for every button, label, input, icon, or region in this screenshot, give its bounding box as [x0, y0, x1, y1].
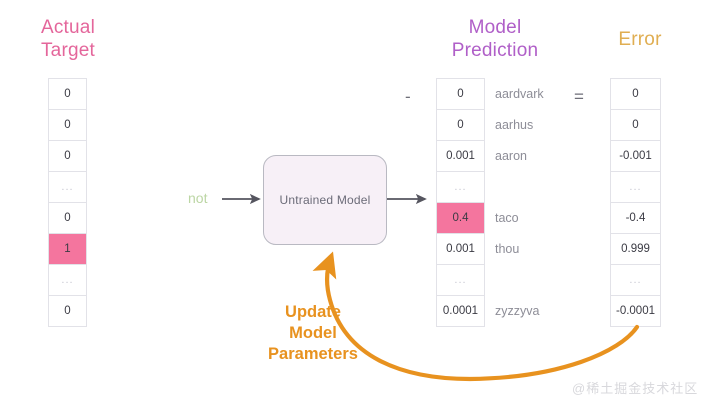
- table-row: 0: [49, 141, 86, 172]
- untrained-model-box: Untrained Model: [263, 155, 387, 245]
- vocab-word-label: [495, 264, 585, 295]
- model-prediction-title: Model Prediction: [451, 17, 539, 61]
- actual-target-title: Actual Target: [40, 17, 95, 61]
- untrained-model-label: Untrained Model: [279, 193, 371, 207]
- table-row: ...: [437, 265, 484, 296]
- vocab-word-label: aarhus: [495, 117, 534, 132]
- error-table: 0 0 -0.001 ... -0.4 0.999 ... -0.0001: [610, 78, 661, 327]
- input-word-label: not: [188, 190, 208, 206]
- equals-operator: =: [574, 87, 584, 106]
- table-row: 0: [611, 110, 660, 141]
- table-row: 0.999: [611, 234, 660, 265]
- vocab-word-label: thou: [495, 241, 520, 256]
- table-row-highlighted: 0.4: [437, 203, 484, 234]
- table-row: 0.001: [437, 234, 484, 265]
- actual-target-table: 0 0 0 ... 0 1 ... 0: [48, 78, 87, 327]
- table-row: ...: [49, 265, 86, 296]
- table-row: ...: [611, 265, 660, 296]
- update-model-parameters-label: Update Model Parameters: [268, 303, 358, 363]
- table-row: ...: [49, 172, 86, 203]
- table-row: 0: [49, 203, 86, 234]
- table-row: 0: [611, 79, 660, 110]
- table-row-highlighted: 1: [49, 234, 86, 265]
- vocab-word-label: aardvark: [495, 86, 544, 101]
- table-row: 0.001: [437, 141, 484, 172]
- table-row: 0: [49, 110, 86, 141]
- vocab-word-label: [495, 171, 585, 202]
- table-row: ...: [611, 172, 660, 203]
- table-row: 0: [437, 79, 484, 110]
- model-prediction-table: 0 0 0.001 ... 0.4 0.001 ... 0.0001: [436, 78, 485, 327]
- table-row: 0: [49, 79, 86, 110]
- table-row: 0: [437, 110, 484, 141]
- vocab-word-label: taco: [495, 210, 519, 225]
- table-row: ...: [437, 172, 484, 203]
- error-title: Error: [618, 29, 662, 50]
- vocab-word-label: aaron: [495, 148, 527, 163]
- table-row: 0.0001: [437, 296, 484, 327]
- table-row: -0.4: [611, 203, 660, 234]
- vocab-word-label: zyzzyva: [495, 303, 540, 318]
- minus-operator: -: [405, 87, 411, 106]
- table-row: -0.001: [611, 141, 660, 172]
- watermark: @稀土掘金技术社区: [572, 381, 699, 396]
- table-row: 0: [49, 296, 86, 327]
- table-row: -0.0001: [611, 296, 660, 327]
